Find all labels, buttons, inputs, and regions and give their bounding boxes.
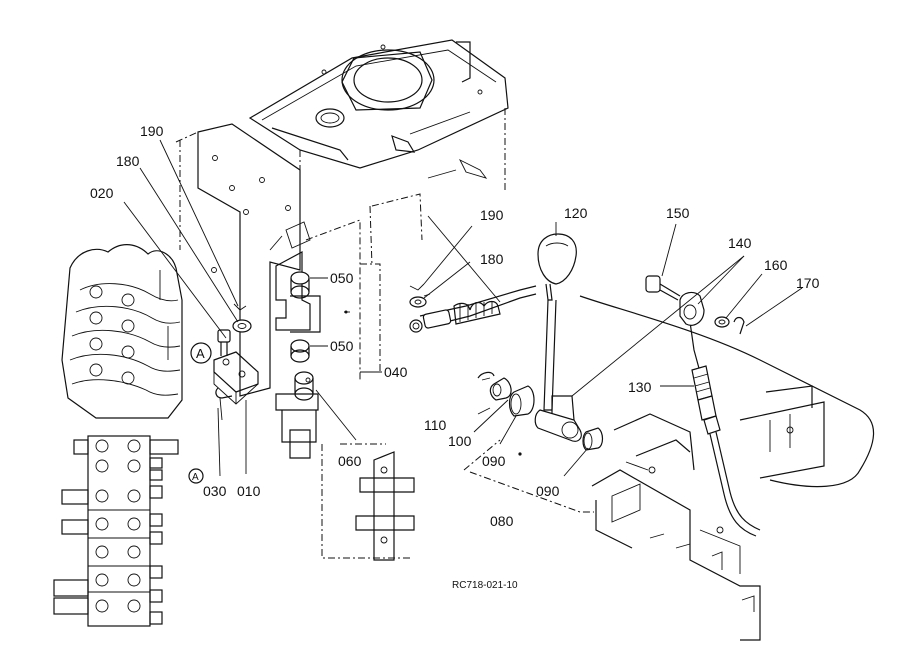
callout-180-right: 180	[480, 251, 504, 267]
callout-180-left: 180	[116, 153, 140, 169]
bushing-090-right	[582, 427, 604, 451]
bracket-plate-010	[213, 351, 259, 405]
callout-010: 010	[237, 483, 261, 499]
callout-080: 080	[490, 513, 514, 529]
transmission-housing	[248, 39, 509, 190]
bolt-020	[217, 329, 231, 356]
cable-end-140	[679, 291, 705, 326]
callout-090-right: 090	[536, 483, 560, 499]
drawing-code: RC718-021-10	[452, 580, 518, 591]
washer-190-left	[232, 303, 252, 333]
cable-rod-assembly	[369, 193, 537, 333]
lever-bracket-080	[463, 439, 594, 513]
lower-bracket	[321, 443, 415, 561]
pin-030	[215, 387, 233, 421]
callout-160: 160	[764, 257, 788, 273]
callout-020: 020	[90, 185, 114, 201]
callout-labels: 190 180 020 050 050 040 060 030 010 190 …	[90, 123, 820, 529]
reference-marker-a-main: A	[190, 342, 212, 364]
callout-060: 060	[338, 453, 362, 469]
bushing-090-left	[508, 385, 535, 417]
reference-a-small-label: A	[192, 472, 199, 483]
callout-110: 110	[424, 417, 447, 433]
callout-170: 170	[796, 275, 820, 291]
control-valve-stack	[61, 244, 183, 419]
collar-100	[489, 377, 512, 401]
callout-150: 150	[666, 205, 690, 221]
callout-190-left: 190	[140, 123, 164, 139]
callout-190-right: 190	[480, 207, 504, 223]
bolt-150	[645, 275, 681, 301]
shift-lever-120	[534, 233, 582, 442]
pin-110	[477, 371, 495, 381]
leader-lines	[123, 139, 803, 477]
lever-shaft-assembly	[275, 219, 381, 459]
callout-050-lower: 050	[330, 338, 354, 354]
callout-090-left: 090	[482, 453, 506, 469]
valve-elevation-view	[53, 435, 179, 627]
callout-050-upper: 050	[330, 270, 354, 286]
washer-160	[714, 316, 730, 328]
callout-030: 030	[203, 483, 227, 499]
cotter-pin-170	[733, 316, 745, 335]
callout-140: 140	[728, 235, 752, 251]
cable-130	[689, 321, 761, 537]
lower-frame	[579, 295, 875, 641]
callout-040: 040	[384, 364, 408, 380]
callout-130: 130	[628, 379, 652, 395]
callout-120: 120	[564, 205, 588, 221]
reference-a-label: A	[196, 346, 205, 361]
callout-100: 100	[448, 433, 472, 449]
reference-marker-a-small: A	[188, 468, 204, 484]
